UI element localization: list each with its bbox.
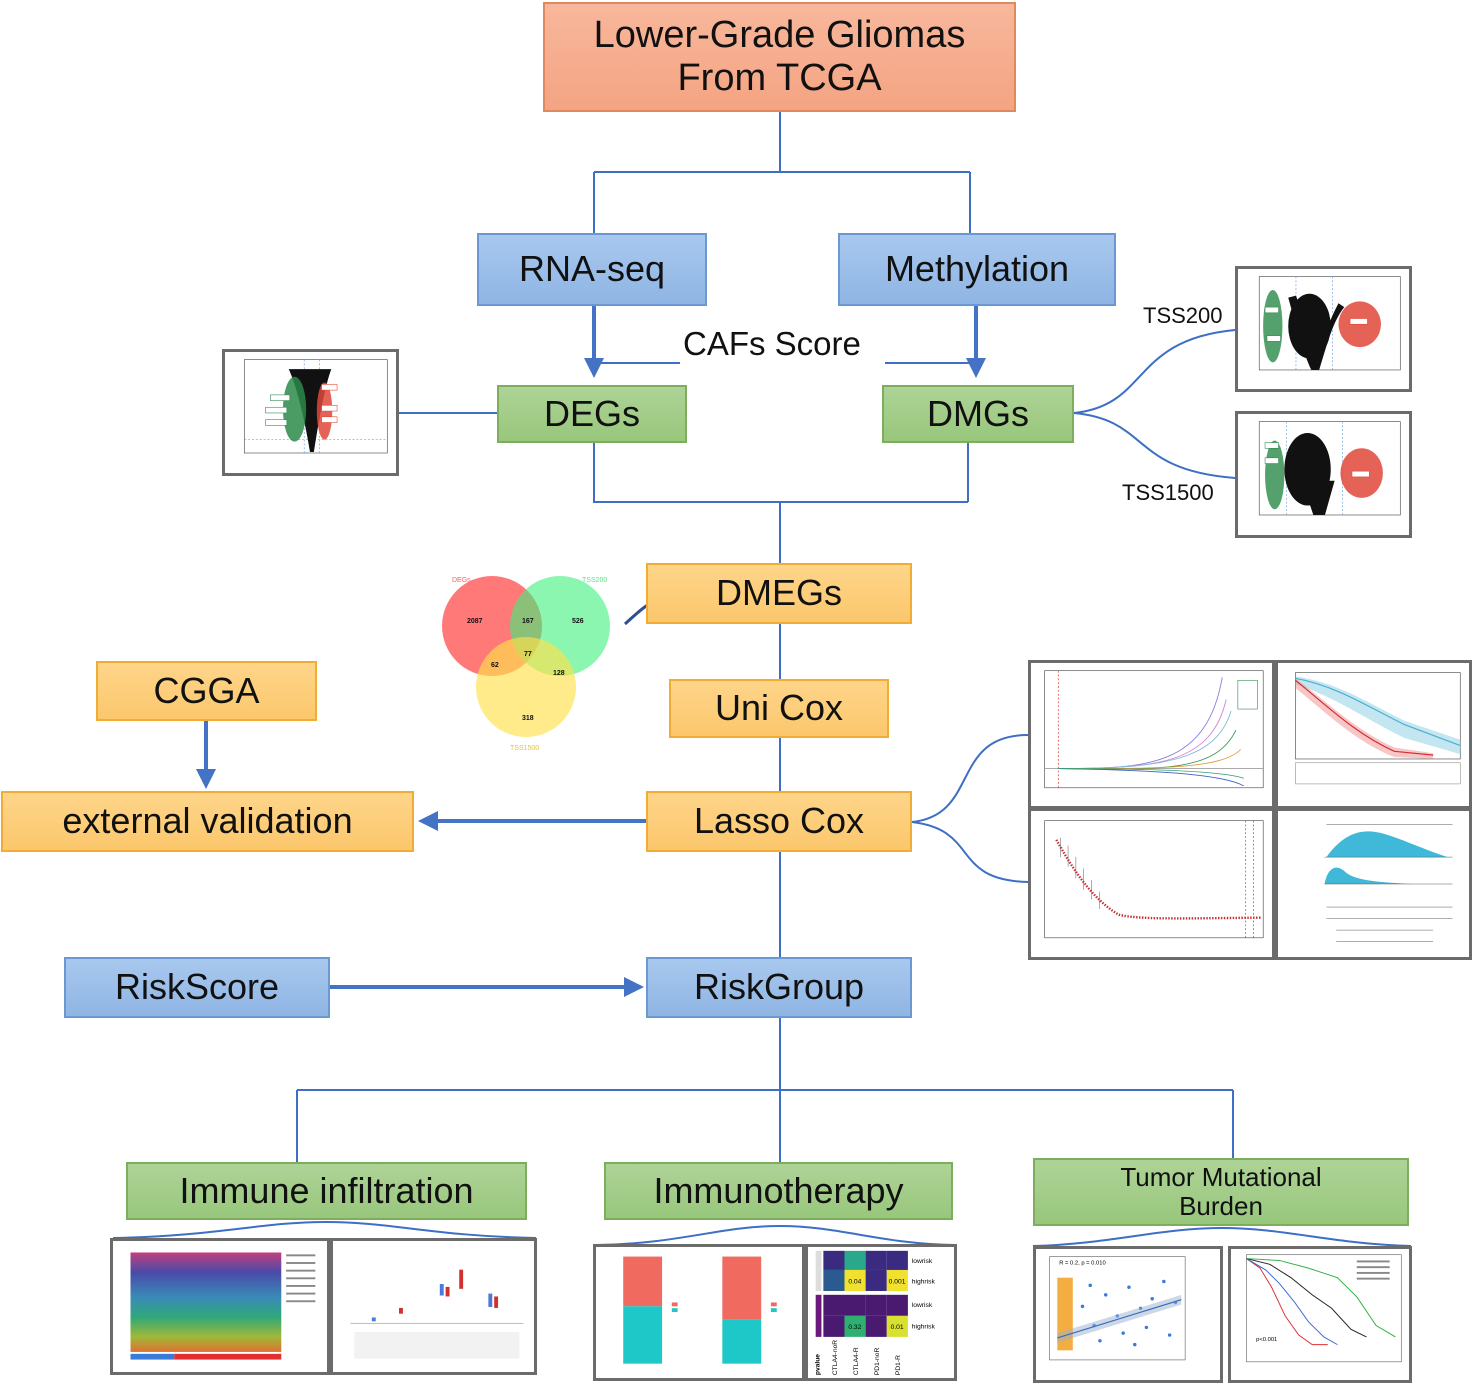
nomogram-thumbnail bbox=[1275, 808, 1472, 960]
tss200-label: TSS200 bbox=[1143, 303, 1223, 328]
immune-boxplot-thumbnail bbox=[330, 1238, 537, 1375]
heatmap-row-2: highrisk bbox=[912, 1278, 936, 1285]
heatmap-cell-d: 0.01 bbox=[891, 1324, 904, 1331]
km-survival-thumbnail bbox=[1275, 660, 1472, 809]
venn-label-tss200: TSS200 bbox=[582, 577, 607, 584]
venn-abc: 77 bbox=[524, 651, 532, 658]
methylation-box: Methylation bbox=[838, 233, 1116, 306]
immunotherapy-heatmap-thumbnail: 0.04 0.001 0.32 0.01 lowrisk highrisk lo… bbox=[805, 1244, 957, 1381]
venn-ac: 62 bbox=[491, 662, 499, 669]
riskscore-box: RiskScore bbox=[64, 957, 330, 1018]
uni-cox-box: Uni Cox bbox=[669, 679, 889, 738]
venn-bc: 128 bbox=[553, 670, 565, 677]
immune-infiltration-box: Immune infiltration bbox=[126, 1162, 527, 1220]
heatmap-row-1: lowrisk bbox=[912, 1258, 933, 1265]
heatmap-cell-b: 0.001 bbox=[889, 1278, 906, 1285]
heatmap-row-4: highrisk bbox=[912, 1323, 936, 1330]
venn-diagram: DEGs TSS200 TSS1500 2087 526 167 77 62 1… bbox=[442, 576, 610, 752]
lgg-source-box: Lower-Grade Gliomas From TCGA bbox=[543, 2, 1016, 112]
venn-a-only: 2087 bbox=[467, 618, 483, 625]
degs-box: DEGs bbox=[497, 385, 687, 443]
tmb-stat-label: R = 0.2, p = 0.010 bbox=[1059, 1260, 1105, 1266]
riskgroup-box: RiskGroup bbox=[646, 957, 912, 1018]
venn-label-degs: DEGs bbox=[452, 577, 471, 584]
immunotherapy-box: Immunotherapy bbox=[604, 1162, 953, 1220]
heatmap-col-2: CTLA4-R bbox=[853, 1347, 860, 1375]
cgga-box: CGGA bbox=[96, 661, 317, 721]
heatmap-cell-a: 0.04 bbox=[848, 1278, 861, 1285]
tss1500-volcano-thumbnail bbox=[1235, 411, 1412, 538]
lasso-cox-box: Lasso Cox bbox=[646, 791, 912, 852]
heatmap-col-4: PD1-R bbox=[895, 1355, 902, 1375]
rnaseq-box: RNA-seq bbox=[477, 233, 707, 306]
heatmap-axis-label: pvalue bbox=[815, 1354, 822, 1375]
tmb-scatter-thumbnail: R = 0.2, p = 0.010 bbox=[1033, 1246, 1223, 1383]
immunotherapy-proportion-thumbnail bbox=[593, 1244, 805, 1381]
km-p-label: p<0.001 bbox=[1256, 1337, 1277, 1343]
heatmap-cell-c: 0.32 bbox=[848, 1324, 861, 1331]
external-validation-box: external validation bbox=[1, 791, 414, 852]
dmegs-box: DMEGs bbox=[646, 563, 912, 624]
tmb-km-thumbnail: p<0.001 bbox=[1228, 1246, 1412, 1383]
heatmap-row-3: lowrisk bbox=[912, 1302, 933, 1309]
cafs-score-label: CAFs Score bbox=[683, 325, 861, 362]
venn-ab: 167 bbox=[522, 618, 534, 625]
venn-c-only: 318 bbox=[522, 715, 534, 722]
dmgs-box: DMGs bbox=[882, 385, 1074, 443]
heatmap-col-3: PD1-noR bbox=[874, 1348, 881, 1376]
lasso-coefficient-thumbnail bbox=[1028, 660, 1275, 809]
immune-stacked-bar-thumbnail bbox=[110, 1238, 330, 1375]
tss200-volcano-thumbnail bbox=[1235, 266, 1412, 392]
tss1500-label: TSS1500 bbox=[1122, 480, 1214, 505]
venn-b-only: 526 bbox=[572, 618, 584, 625]
lasso-cv-thumbnail bbox=[1028, 808, 1275, 960]
degs-volcano-thumbnail bbox=[222, 349, 399, 476]
heatmap-col-1: CTLA4-noR bbox=[832, 1340, 839, 1375]
venn-label-tss1500: TSS1500 bbox=[510, 745, 539, 752]
tmb-box: Tumor Mutational Burden bbox=[1033, 1158, 1409, 1226]
